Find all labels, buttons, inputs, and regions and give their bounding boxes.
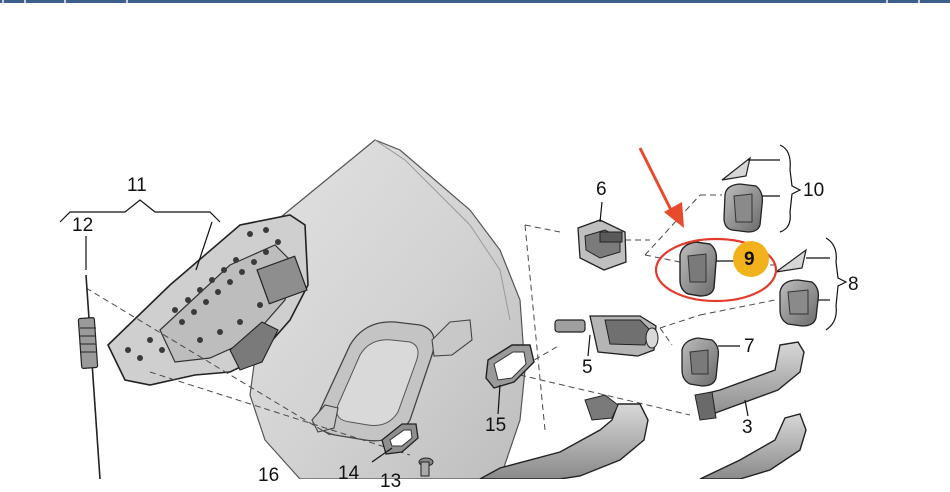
part-13-screw — [418, 457, 434, 477]
part-9-trim-cap — [679, 241, 718, 297]
bracket-latch-block — [256, 255, 308, 305]
callout-12: 12 — [72, 215, 94, 236]
callout-9: 9 — [744, 249, 755, 270]
callout-10: 10 — [803, 180, 825, 201]
part-6-lock-housing — [577, 219, 627, 271]
door-panel — [249, 139, 526, 479]
outer-door-handle — [479, 394, 649, 479]
part-7-trim-cap — [681, 337, 720, 387]
callout-7: 7 — [744, 336, 755, 357]
callout-5: 5 — [582, 357, 593, 378]
callout-6: 6 — [596, 179, 607, 200]
door-panel-edge — [374, 139, 511, 321]
top-border-bar — [0, 0, 950, 3]
callout-11: 11 — [127, 175, 147, 196]
exploded-parts-diagram — [59, 139, 848, 479]
callout-leaders — [59, 144, 848, 463]
callout-14: 14 — [338, 463, 360, 484]
outer-door-handle-right — [699, 413, 807, 479]
highlight-badge — [733, 241, 769, 277]
callout-8: 8 — [848, 274, 859, 295]
part-8-trim-cap-set — [775, 248, 820, 327]
bowden-cable — [77, 274, 101, 479]
red-indicator-arrow — [638, 147, 684, 228]
handle-recess-inner — [336, 339, 419, 426]
part-3-door-handle — [694, 341, 805, 421]
bracket-inner-frame — [159, 244, 291, 363]
panel-cutout-right — [431, 319, 473, 357]
part-14-gasket — [381, 423, 419, 455]
callout-15: 15 — [485, 415, 507, 436]
callout-3: 3 — [742, 417, 753, 438]
callout-13: 13 — [380, 471, 402, 492]
part-15-gasket — [485, 344, 535, 389]
bracket-holes — [125, 227, 287, 361]
highlight-ring — [654, 237, 778, 303]
panel-cutout-left — [311, 404, 339, 433]
part-10-trim-cap-set — [721, 156, 764, 233]
callout-16: 16 — [258, 465, 280, 486]
part-5-lock-cylinder — [554, 315, 659, 357]
bracket-mount-arm — [229, 321, 279, 371]
